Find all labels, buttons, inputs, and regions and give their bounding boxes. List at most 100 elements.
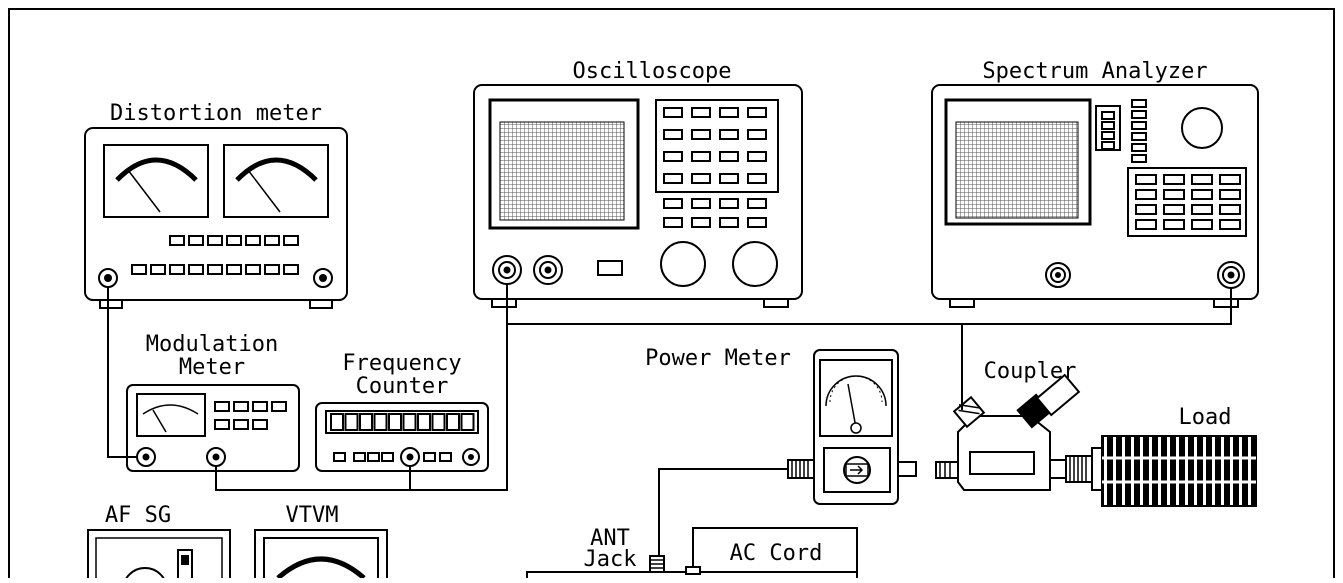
panel-button [1135,174,1157,185]
panel-button [1219,189,1241,200]
panel-button [1101,121,1115,130]
digit-display [330,413,475,431]
panel-button [1131,99,1147,108]
panel-button [747,129,767,140]
panel-button [226,235,242,246]
display-digit [388,413,402,431]
rf-connector [1065,455,1093,483]
spectrum-analyzer [931,84,1259,308]
panel-button [245,235,261,246]
modulation-meter-label-line1: Modulation [146,332,278,357]
bnc-connector-icon [1045,262,1071,288]
panel-button [252,401,268,412]
panel-button [1131,121,1147,130]
ant-to-powermeter-cable [658,468,788,556]
panel-button [747,107,767,118]
ac-cord [692,527,858,578]
panel-button [150,264,166,275]
panel-button [1163,174,1185,185]
panel-button [131,264,147,275]
panel-button [719,217,739,228]
display-digit [373,413,388,431]
panel-button [1191,219,1213,230]
panel-button [226,264,242,275]
panel-button [1163,189,1185,200]
panel-button [1101,111,1115,120]
vtvm-label: VTVM [286,503,339,528]
display-digit [402,413,417,431]
frequency-counter-label-line2: Counter [356,374,449,399]
panel-button [1131,132,1147,141]
panel-button [663,173,683,184]
display-digit [417,413,431,431]
panel-button [1163,219,1185,230]
modulation-meter-label-line2: Meter [179,355,245,380]
ac-cord-label: AC Cord [730,541,823,566]
meter-dial-icon [103,144,209,218]
panel-button [1131,110,1147,119]
panel-button [207,264,223,275]
panel-button [719,107,739,118]
panel-button [719,129,739,140]
panel-button [1219,204,1241,215]
panel-button [283,264,299,275]
panel-button [271,401,287,412]
panel-button [663,217,683,228]
rf-connector [787,459,815,479]
ant-jack-label-line1: ANT [590,526,630,551]
panel-button [719,173,739,184]
panel-button [747,151,767,162]
frequency-counter [315,402,489,472]
panel-button [1219,219,1241,230]
ant-jack-label-line2: Jack [584,547,637,572]
power-meter [787,349,917,505]
oscilloscope [473,84,803,308]
bnc-connector-icon [492,255,522,285]
panel-button [169,235,185,246]
af-sg-label: AF SG [105,503,171,528]
button-row [131,264,299,275]
panel-button [245,264,261,275]
meter-dial-icon [819,359,893,437]
panel-button [719,151,739,162]
panel-button [233,401,249,412]
knob-icon [732,241,778,287]
vtvm [254,529,388,583]
panel-button [207,235,223,246]
panel-button [719,198,739,209]
dummy-load [1065,435,1257,507]
power-meter-label: Power Meter [645,346,791,371]
panel-button [439,452,452,462]
coupler [935,373,1081,491]
button-grid [1135,174,1241,230]
panel-button [214,419,230,430]
bnc-connector-icon [400,447,420,467]
display-digit [431,413,446,431]
scope-to-counter-cable [409,324,508,491]
crt-screen [488,98,640,230]
panel-button [264,235,280,246]
bnc-connector-icon [98,268,118,288]
distortion-to-modulation-cable [107,287,137,458]
knob-icon [660,241,706,287]
bnc-connector-icon [206,447,226,467]
outer-frame [8,8,1335,583]
panel-button [333,452,346,462]
panel-button [1219,174,1241,185]
display-digit [359,413,373,431]
panel-button [1131,143,1147,152]
button-grid [214,401,287,430]
cables [107,284,1232,578]
counter-to-modulation-cable [215,466,410,491]
meter-dial-icon [136,393,206,437]
panel-button [233,419,249,430]
panel-button [747,217,767,228]
switch [597,260,623,276]
panel-button [188,235,204,246]
knob-icon [1181,107,1223,149]
panel-button [691,217,711,228]
panel-button [691,151,711,162]
panel-button [1101,131,1115,140]
button-grid [663,107,767,228]
